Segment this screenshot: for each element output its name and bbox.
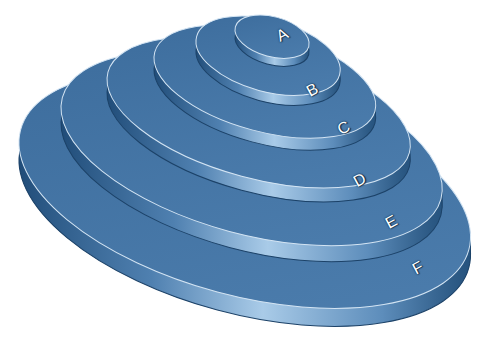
stacked-disc: CBA	[150, 21, 380, 154]
stacked-disc: A	[231, 11, 313, 70]
stacked-disc: FEDCBA	[15, 67, 475, 330]
stacked-disc: EDCBA	[57, 47, 446, 266]
disc-shape	[231, 11, 313, 70]
stacked-disc: DCBA	[103, 33, 414, 206]
stacked-disc: BA	[192, 12, 344, 109]
